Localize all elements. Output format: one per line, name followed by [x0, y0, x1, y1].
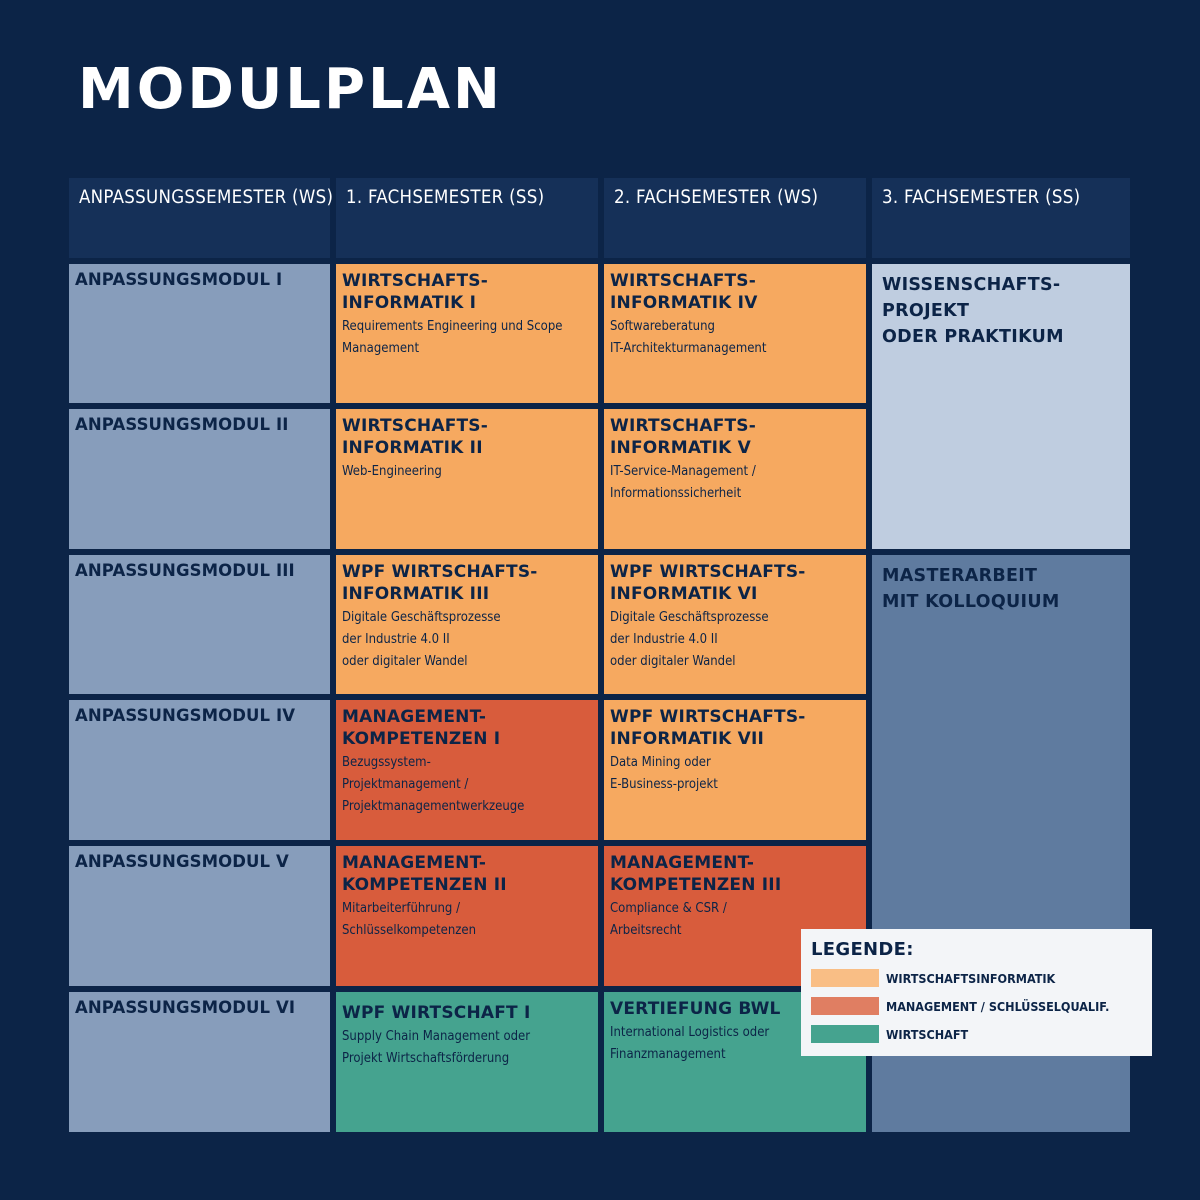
legend-swatch [811, 997, 879, 1015]
module-title: WPF WIRTSCHAFTS- INFORMATIK VI [610, 562, 806, 604]
module-title: WISSENSCHAFTS- PROJEKT ODER PRAKTIKUM [882, 275, 1064, 347]
page-title: MODULPLAN [78, 57, 503, 122]
module-title: WIRTSCHAFTS- INFORMATIK IV [610, 271, 758, 313]
module-title: WIRTSCHAFTS- INFORMATIK V [610, 416, 757, 458]
legend: LEGENDE: WIRTSCHAFTSINFORMATIK MANAGEMEN… [801, 929, 1152, 1056]
module-description: Supply Chain Management oder Projekt Wir… [342, 1029, 531, 1066]
anpassungsmodul-title: ANPASSUNGSMODUL IV [75, 706, 296, 725]
column-header-fachsemester-2: 2. FACHSEMESTER (WS) [604, 178, 866, 258]
module-description: Digitale Geschäftsprozesse der Industrie… [342, 610, 501, 669]
legend-item-wirtschaft: WIRTSCHAFT [811, 1024, 1142, 1044]
legend-item-management: MANAGEMENT / SCHLÜSSELQUALIF. [811, 996, 1142, 1016]
anpassungsmodul-6: ANPASSUNGSMODUL VI [69, 992, 330, 1132]
legend-title: LEGENDE: [811, 939, 914, 960]
module-managementkompetenzen-1: MANAGEMENT- KOMPETENZEN I Bezugssystem- … [336, 700, 598, 840]
legend-label: WIRTSCHAFTSINFORMATIK [886, 970, 1056, 986]
module-title: WPF WIRTSCHAFTS- INFORMATIK III [342, 562, 538, 604]
module-managementkompetenzen-3: MANAGEMENT- KOMPETENZEN III Compliance &… [604, 846, 866, 986]
module-description: International Logistics oder Finanzmanag… [610, 1025, 770, 1062]
module-title: WPF WIRTSCHAFT I [342, 1003, 531, 1023]
module-wpf-wirtschaft-1: WPF WIRTSCHAFT I Supply Chain Management… [336, 992, 598, 1132]
column-header-fachsemester-3: 3. FACHSEMESTER (SS) [872, 178, 1130, 258]
anpassungsmodul-2: ANPASSUNGSMODUL II [69, 409, 330, 549]
module-description: Compliance & CSR / Arbeitsrecht [610, 901, 727, 938]
anpassungsmodul-1: ANPASSUNGSMODUL I [69, 264, 330, 403]
module-description: Digitale Geschäftsprozesse der Industrie… [610, 610, 769, 669]
anpassungsmodul-title: ANPASSUNGSMODUL VI [75, 998, 296, 1017]
column-header-fachsemester-1: 1. FACHSEMESTER (SS) [336, 178, 598, 258]
module-wpf-wirtschaftsinformatik-6: WPF WIRTSCHAFTS- INFORMATIK VI Digitale … [604, 555, 866, 694]
anpassungsmodul-title: ANPASSUNGSMODUL III [75, 561, 295, 580]
module-title: MASTERARBEIT MIT KOLLOQUIUM [882, 566, 1060, 612]
column-header-anpassungssemester: ANPASSUNGSSEMESTER (WS) [69, 178, 333, 258]
anpassungsmodul-title: ANPASSUNGSMODUL V [75, 852, 289, 871]
module-title: VERTIEFUNG BWL [610, 999, 781, 1019]
legend-swatch [811, 1025, 879, 1043]
module-description: Bezugssystem- Projektmanagement / Projek… [342, 755, 525, 814]
module-description: Data Mining oder E-Business-projekt [610, 755, 718, 792]
module-wpf-wirtschaftsinformatik-7: WPF WIRTSCHAFTS- INFORMATIK VII Data Min… [604, 700, 866, 840]
module-wirtschaftsinformatik-1: WIRTSCHAFTS- INFORMATIK I Requirements E… [336, 264, 598, 403]
module-title: WIRTSCHAFTS- INFORMATIK II [342, 416, 489, 458]
module-wpf-wirtschaftsinformatik-3: WPF WIRTSCHAFTS- INFORMATIK III Digitale… [336, 555, 598, 694]
anpassungsmodul-title: ANPASSUNGSMODUL I [75, 270, 283, 289]
legend-label: MANAGEMENT / SCHLÜSSELQUALIF. [886, 998, 1110, 1014]
anpassungsmodul-3: ANPASSUNGSMODUL III [69, 555, 330, 694]
legend-item-wirtschaftsinformatik: WIRTSCHAFTSINFORMATIK [811, 968, 1142, 988]
module-title: MANAGEMENT- KOMPETENZEN I [342, 707, 501, 749]
module-description: Web-Engineering [342, 464, 442, 479]
module-title: MANAGEMENT- KOMPETENZEN II [342, 853, 507, 895]
anpassungsmodul-5: ANPASSUNGSMODUL V [69, 846, 330, 986]
module-wissenschaftsprojekt: WISSENSCHAFTS- PROJEKT ODER PRAKTIKUM [872, 264, 1130, 549]
module-description: Mitarbeiterführung / Schlüsselkompetenze… [342, 901, 476, 938]
legend-swatch [811, 969, 879, 987]
module-managementkompetenzen-2: MANAGEMENT- KOMPETENZEN II Mitarbeiterfü… [336, 846, 598, 986]
module-wirtschaftsinformatik-5: WIRTSCHAFTS- INFORMATIK V IT-Service-Man… [604, 409, 866, 549]
anpassungsmodul-4: ANPASSUNGSMODUL IV [69, 700, 330, 840]
module-title: WPF WIRTSCHAFTS- INFORMATIK VII [610, 707, 806, 749]
module-title: MANAGEMENT- KOMPETENZEN III [610, 853, 782, 895]
legend-label: WIRTSCHAFT [886, 1026, 969, 1042]
module-wirtschaftsinformatik-2: WIRTSCHAFTS- INFORMATIK II Web-Engineeri… [336, 409, 598, 549]
module-wirtschaftsinformatik-4: WIRTSCHAFTS- INFORMATIK IV Softwareberat… [604, 264, 866, 403]
module-description: Softwareberatung IT-Architekturmanagemen… [610, 319, 767, 356]
module-description: IT-Service-Management / Informationssich… [610, 464, 756, 501]
module-title: WIRTSCHAFTS- INFORMATIK I [342, 271, 489, 313]
module-description: Requirements Engineering und Scope Manag… [342, 319, 563, 356]
anpassungsmodul-title: ANPASSUNGSMODUL II [75, 415, 289, 434]
module-vertiefung-bwl: VERTIEFUNG BWL International Logistics o… [604, 992, 866, 1132]
